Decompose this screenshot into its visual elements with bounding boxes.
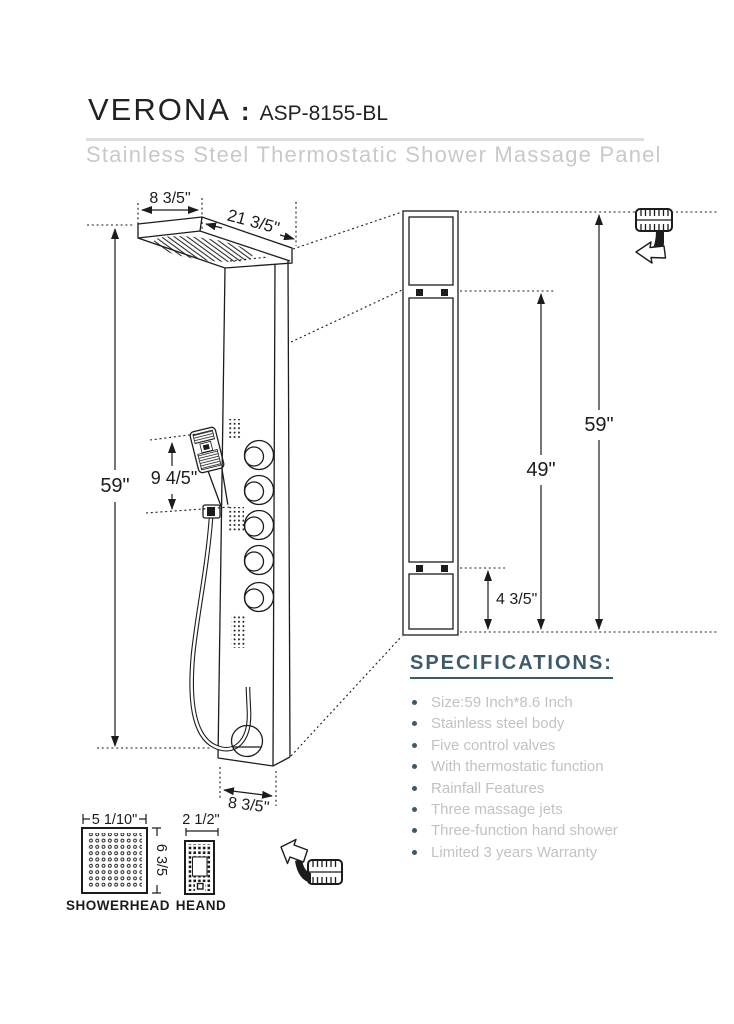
showerhead-detail: 5 1/10" 6 3/5 SHOWERHEAD [66,812,170,913]
spec-item: With thermostatic function [410,756,690,777]
dim-hand-shower-height: 9 4/5" [145,433,232,514]
spec-item: Three massage jets [410,799,690,820]
dim-slab-width: 21 3/5" [205,202,297,246]
projection-line-bottom [290,635,403,757]
model-number: ASP-8155-BL [259,102,389,125]
bullet-icon [412,742,417,748]
massage-jets-top [227,419,242,439]
spec-item: Five control valves [410,735,690,756]
massage-jets-middle [229,507,244,532]
shower-panel-3d-view [137,216,293,767]
dim-side-lower-bracket: 4 3/5" [460,567,537,630]
mounting-bracket-upper [416,289,448,296]
control-valve [243,474,275,506]
title-divider [86,138,644,141]
mounting-bracket-lower [416,565,448,572]
product-subtitle: Stainless Steel Thermostatic Shower Mass… [86,142,662,167]
hand-shower-detail: 2 1/2" HEAND [176,812,227,913]
spec-item: Limited 3 years Warranty [410,842,690,863]
dim-label: 8 3/5" [227,795,270,817]
shower-hose [189,517,252,752]
control-valve [243,544,275,576]
bullet-icon [412,764,417,770]
control-valve [243,581,275,613]
dim-label: 4 3/5" [496,591,537,608]
spec-item: Stainless steel body [410,713,690,734]
hand-shower-holder [202,504,221,519]
spec-item: Three-function hand shower [410,820,690,841]
specifications-heading: SPECIFICATIONS: [410,652,613,679]
bullet-icon [412,849,417,855]
dim-label: 9 4/5" [151,468,197,488]
control-valve [243,439,275,471]
dim-label: 21 3/5" [225,206,281,238]
dim-label: 59" [584,414,613,436]
dim-label: 49" [526,459,555,481]
dim-label: 2 1/2" [182,812,219,828]
massage-jets-bottom [231,614,245,648]
tub-spout [230,724,264,758]
dim-label: 59" [100,475,129,497]
dim-slab-depth: 8 3/5" [137,190,203,236]
bullet-icon [412,785,417,791]
brand-name: VERONA [88,92,231,127]
panel-body [217,260,291,767]
hand-shower [189,426,229,519]
side-view-panel [402,210,459,636]
specifications-section: SPECIFICATIONS: Size:59 Inch*8.6 Inch St… [410,652,690,863]
title-separator: : [240,96,250,126]
projection-line-bracket [290,289,403,343]
bullet-icon [412,828,417,834]
tape-measure-arrow-up-icon [280,838,343,885]
dim-side-bracket-height: 49" [460,290,556,630]
hand-shower-label: HEAND [176,898,227,913]
projection-line-top [292,211,403,250]
rain-holes-hatch [153,236,253,262]
dim-label: 6 3/5 [153,844,169,876]
spec-item: Rainfall Features [410,778,690,799]
dim-panel-width-bottom: 8 3/5" [219,767,277,817]
dim-side-total-height: 59" [460,211,718,633]
control-valve [243,509,275,541]
bullet-icon [412,721,417,727]
dim-label: 8 3/5" [149,190,190,207]
page-title: VERONA : ASP-8155-BL [88,92,388,128]
tape-measure-arrow-left-icon [635,208,673,264]
bullet-icon [412,700,417,705]
dim-label: 5 1/10" [92,812,137,828]
rain-showerhead-slab [137,216,293,269]
bullet-icon [412,807,417,813]
dim-panel-height: 59" [87,224,212,749]
spec-item: Size:59 Inch*8.6 Inch [410,692,690,713]
showerhead-label: SHOWERHEAD [66,898,170,913]
control-valves [243,439,275,613]
